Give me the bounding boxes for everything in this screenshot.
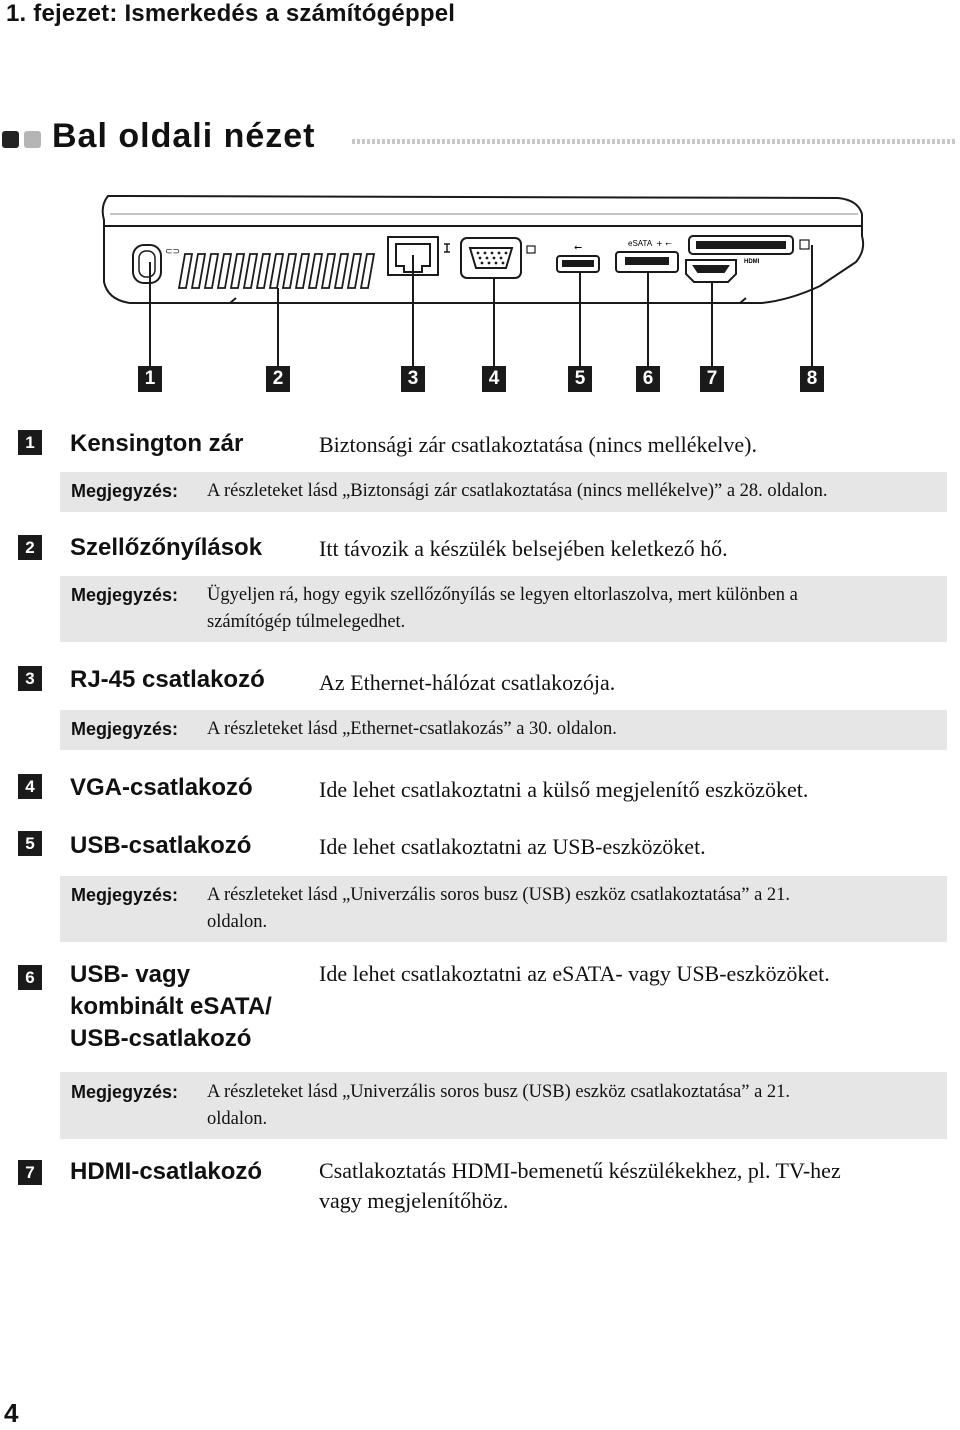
note-text-line: oldalon. [207,912,268,932]
callout-2: 2 [266,366,290,392]
esata-label: eSATA [628,239,653,248]
item-description: Ide lehet csatlakoztatni a külső megjele… [319,777,809,802]
note-text-line: Ügyeljen rá, hogy egyik szellőzőnyílás s… [207,585,798,605]
laptop-left-side-diagram: ⊂⊃ ⭠ e [101,194,865,366]
note-text: A részleteket lásd „Biztonsági zár csatl… [207,481,828,501]
note-box: Megjegyzés: Ügyeljen rá, hogy egyik szel… [60,576,947,642]
item-number: 7 [18,1160,42,1185]
kensington-slot: ⊂⊃ [132,244,180,284]
item-description-line: vagy megjelenítőhöz. [319,1188,509,1213]
note-box: Megjegyzés: A részleteket lásd „Univerzá… [60,876,947,942]
note-label: Megjegyzés: [71,481,179,501]
item-term: HDMI-csatlakozó [70,1158,263,1185]
section-title: Bal oldali nézet [52,117,316,155]
ventilation-slots [177,253,376,289]
note-label: Megjegyzés: [71,885,179,905]
hdmi-label: HDMI [744,259,760,265]
section-divider [352,139,956,144]
item-description: Ide lehet csatlakoztatni az eSATA- vagy … [319,961,830,986]
note-box: Megjegyzés: A részleteket lásd „Ethernet… [60,710,947,750]
item-description: Itt távozik a készülék belsejében keletk… [319,536,728,561]
item-number: 5 [18,831,42,856]
note-label: Megjegyzés: [71,585,179,605]
svg-text:+ ⭠: + ⭠ [656,239,672,248]
item-description: Biztonsági zár csatlakoztatása (nincs me… [319,432,757,457]
page-number: 4 [4,1398,19,1428]
note-label: Megjegyzés: [71,1082,179,1102]
item-number: 1 [18,430,42,455]
chapter-title: 1. fejezet: Ismerkedés a számítógéppel [6,0,456,27]
usb-port [556,255,600,273]
callout-leader-lines [149,245,813,366]
item-term: RJ-45 csatlakozó [70,666,265,693]
item-description: Ide lehet csatlakoztatni az USB-eszközök… [319,834,706,859]
callout-4: 4 [482,366,506,392]
card-reader-slot [688,235,794,255]
callout-5: 5 [568,366,592,392]
callout-6: 6 [636,366,660,392]
callout-3: 3 [401,366,425,392]
section-marker-light [24,131,41,148]
note-text-line: A részleteket lásd „Univerzális soros bu… [207,885,791,905]
item-number: 2 [18,535,42,560]
note-box: Megjegyzés: A részleteket lásd „Univerzá… [60,1072,947,1139]
vga-port [460,237,522,279]
callout-7: 7 [700,366,724,392]
item-term-line: USB-csatlakozó [70,1025,252,1052]
item-term: USB-csatlakozó [70,832,252,859]
item-number: 3 [18,666,42,691]
item-number: 6 [18,965,42,990]
item-term-line: USB- vagy [70,961,191,988]
svg-text:⊂⊃: ⊂⊃ [165,246,180,256]
callout-8: 8 [800,366,824,392]
callout-1: 1 [138,366,162,392]
note-text: A részleteket lásd „Ethernet-csatlakozás… [207,719,617,739]
esata-usb-port [615,251,679,273]
note-box: Megjegyzés: A részleteket lásd „Biztonsá… [60,472,947,512]
item-description: Az Ethernet-hálózat csatlakozója. [319,670,616,695]
item-term: Kensington zár [70,430,244,457]
item-number: 4 [18,774,42,799]
section-marker-dark [2,131,19,148]
svg-text:⭠: ⭠ [574,242,582,253]
note-text-line: oldalon. [207,1109,268,1129]
note-text-line: számítógép túlmelegedhet. [207,612,406,632]
item-term: VGA-csatlakozó [70,774,253,801]
note-text-line: A részleteket lásd „Univerzális soros bu… [207,1082,791,1102]
item-term: Szellőzőnyílások [70,534,263,561]
item-term-line: kombinált eSATA/ [70,993,272,1020]
item-description-line: Csatlakoztatás HDMI-bemenetű készülékekh… [319,1158,841,1183]
note-label: Megjegyzés: [71,719,179,739]
hdmi-port [685,259,737,283]
